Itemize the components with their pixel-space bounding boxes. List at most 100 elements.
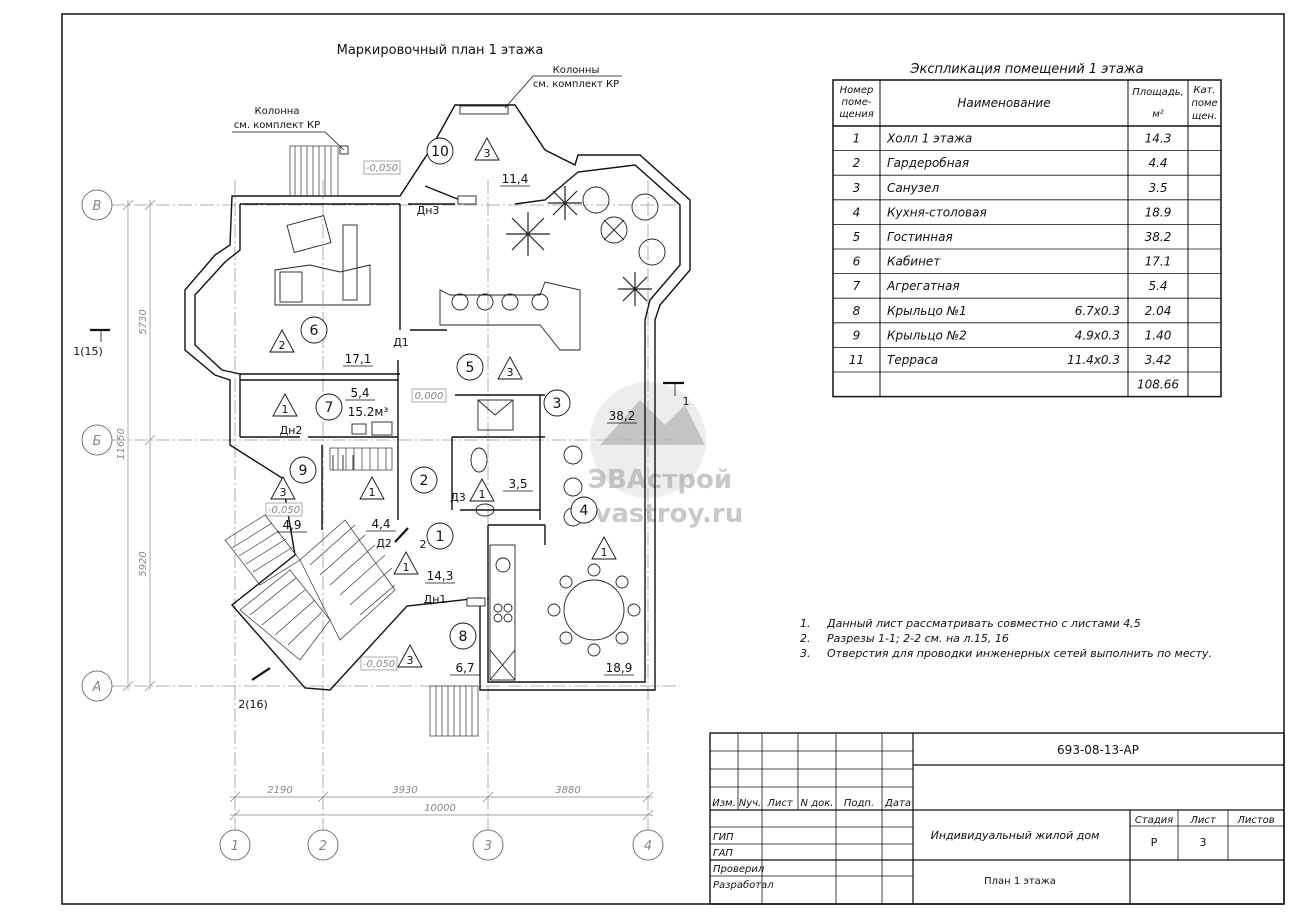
fire-category-triangle [397, 644, 423, 668]
room-number: 6 [310, 323, 319, 339]
room-marker-3: 313,5 [469, 389, 571, 502]
row-num: 3 [853, 181, 861, 195]
row-name: Кабинет [887, 255, 941, 269]
fire-category: 3 [280, 486, 287, 499]
dim-2190: 2190 [267, 785, 292, 796]
row-num: 7 [853, 279, 861, 293]
header-cat: щен. [1192, 111, 1217, 122]
dim-5730: 5730 [138, 309, 149, 334]
row-area: 3.5 [1148, 181, 1167, 195]
stamp-role-checked: Проверил [713, 864, 765, 875]
dimension-lines-left [122, 199, 156, 692]
columns-note-line2: см. комплект КР [533, 79, 619, 90]
sheet-frame [61, 13, 1285, 905]
row-num: 2 [853, 156, 861, 170]
fire-category: 1 [601, 546, 608, 559]
section-1-right: 1 [683, 395, 690, 408]
row-name: Гардеробная [887, 156, 969, 170]
section-arrow-lines [100, 330, 676, 396]
axis-label-v: В [93, 199, 102, 214]
room-number: 2 [420, 473, 429, 489]
fire-category-triangle [269, 329, 295, 353]
dim-10000: 10000 [424, 803, 456, 814]
fire-category-triangle [359, 476, 385, 500]
room-number-circle [570, 496, 598, 524]
row-num: 8 [853, 304, 861, 318]
floor-plan-walls [184, 104, 691, 691]
fire-category: 3 [407, 654, 414, 667]
row-name: Терраса [887, 353, 938, 367]
row-name: Гостинная [887, 230, 953, 244]
stamp-role-gap: ГАП [713, 848, 733, 859]
row-num: 11 [849, 353, 864, 367]
fire-category: 1 [479, 488, 486, 501]
room-area: 3,5 [508, 477, 527, 491]
axis-label-2: 2 [319, 839, 327, 854]
row-area: 18.9 [1145, 205, 1172, 219]
room-marker-5: 5 3 38,2 [456, 353, 637, 424]
fire-category-triangle [272, 393, 298, 417]
explication-title: Экспликация помещений 1 этажа [909, 62, 1143, 77]
row-num: 6 [853, 255, 861, 269]
row-dims: 6.7x0.3 [1075, 304, 1120, 318]
row-area: 14.3 [1145, 132, 1172, 146]
room-number: 9 [299, 463, 308, 479]
row-num: 4 [853, 205, 861, 219]
room-number-circle [300, 316, 328, 344]
fire-category-triangle [270, 476, 296, 500]
stamp-role-developed: Разработал [713, 879, 774, 891]
stamp-role-gip: ГИП [713, 832, 734, 843]
fire-category: 2 [279, 339, 286, 352]
room-volume: 15.2м³ [348, 405, 389, 419]
room-area: 14,3 [427, 569, 454, 583]
room-marker-7: 715,415.2м³ [272, 386, 389, 421]
dim-3930: 3930 [392, 785, 417, 796]
row-name: Крыльцо №2 [887, 328, 967, 342]
note-text-3: Отверстия для проводки инженерных сетей … [827, 647, 1212, 660]
axis-label-1: 1 [231, 839, 239, 854]
row-num: 5 [853, 230, 861, 244]
fire-category: 3 [484, 147, 491, 160]
explication-table: Номерпоме-щенияНаименованиеПлощадь,м²Кат… [832, 79, 1222, 398]
note-num-3: 3. [800, 647, 811, 660]
fire-category: 1 [282, 403, 289, 416]
room-number: 7 [325, 400, 334, 416]
axis-bubbles [81, 189, 664, 861]
fire-category-triangle [469, 478, 495, 502]
axis-label-a: А [92, 680, 102, 695]
room-area: 17,1 [345, 352, 372, 366]
room-number: 5 [466, 360, 475, 376]
stamp-code: 693-08-13-АР [1057, 743, 1139, 757]
furniture [274, 105, 666, 681]
explication-frame [832, 79, 1222, 398]
room-area: 4,4 [371, 517, 390, 531]
row-dims: 11.4x0.3 [1067, 353, 1120, 367]
dim-3880: 3880 [555, 785, 580, 796]
row-area: 2.04 [1145, 304, 1172, 318]
room-number-circle [449, 622, 477, 650]
room-area: 18,9 [606, 661, 633, 675]
note-num-1: 1. [800, 617, 811, 630]
stairs [224, 145, 479, 737]
header-num: поме- [842, 97, 872, 108]
row-area: 5.4 [1148, 279, 1167, 293]
room-area: 38,2 [609, 409, 636, 423]
watermark-url: evastroy.ru [577, 499, 744, 529]
room-marker-9: 934,9 [270, 456, 317, 533]
plan-title: Маркировочный план 1 этажа [337, 43, 544, 58]
header-cat: поме [1191, 98, 1217, 109]
room-area: 6,7 [455, 661, 474, 675]
fire-category: 1 [369, 486, 376, 499]
row-area: 38.2 [1145, 230, 1172, 244]
fire-category: 3 [507, 366, 514, 379]
stamp-project: Индивидуальный жилой дом [931, 829, 1100, 842]
section-2-right: 2 [420, 538, 427, 551]
room-number-circle [456, 353, 484, 381]
notes: 1. Данный лист рассматривать совместно с… [800, 617, 1212, 660]
level-mark-boxes [265, 160, 447, 671]
row-num: 9 [853, 328, 861, 342]
